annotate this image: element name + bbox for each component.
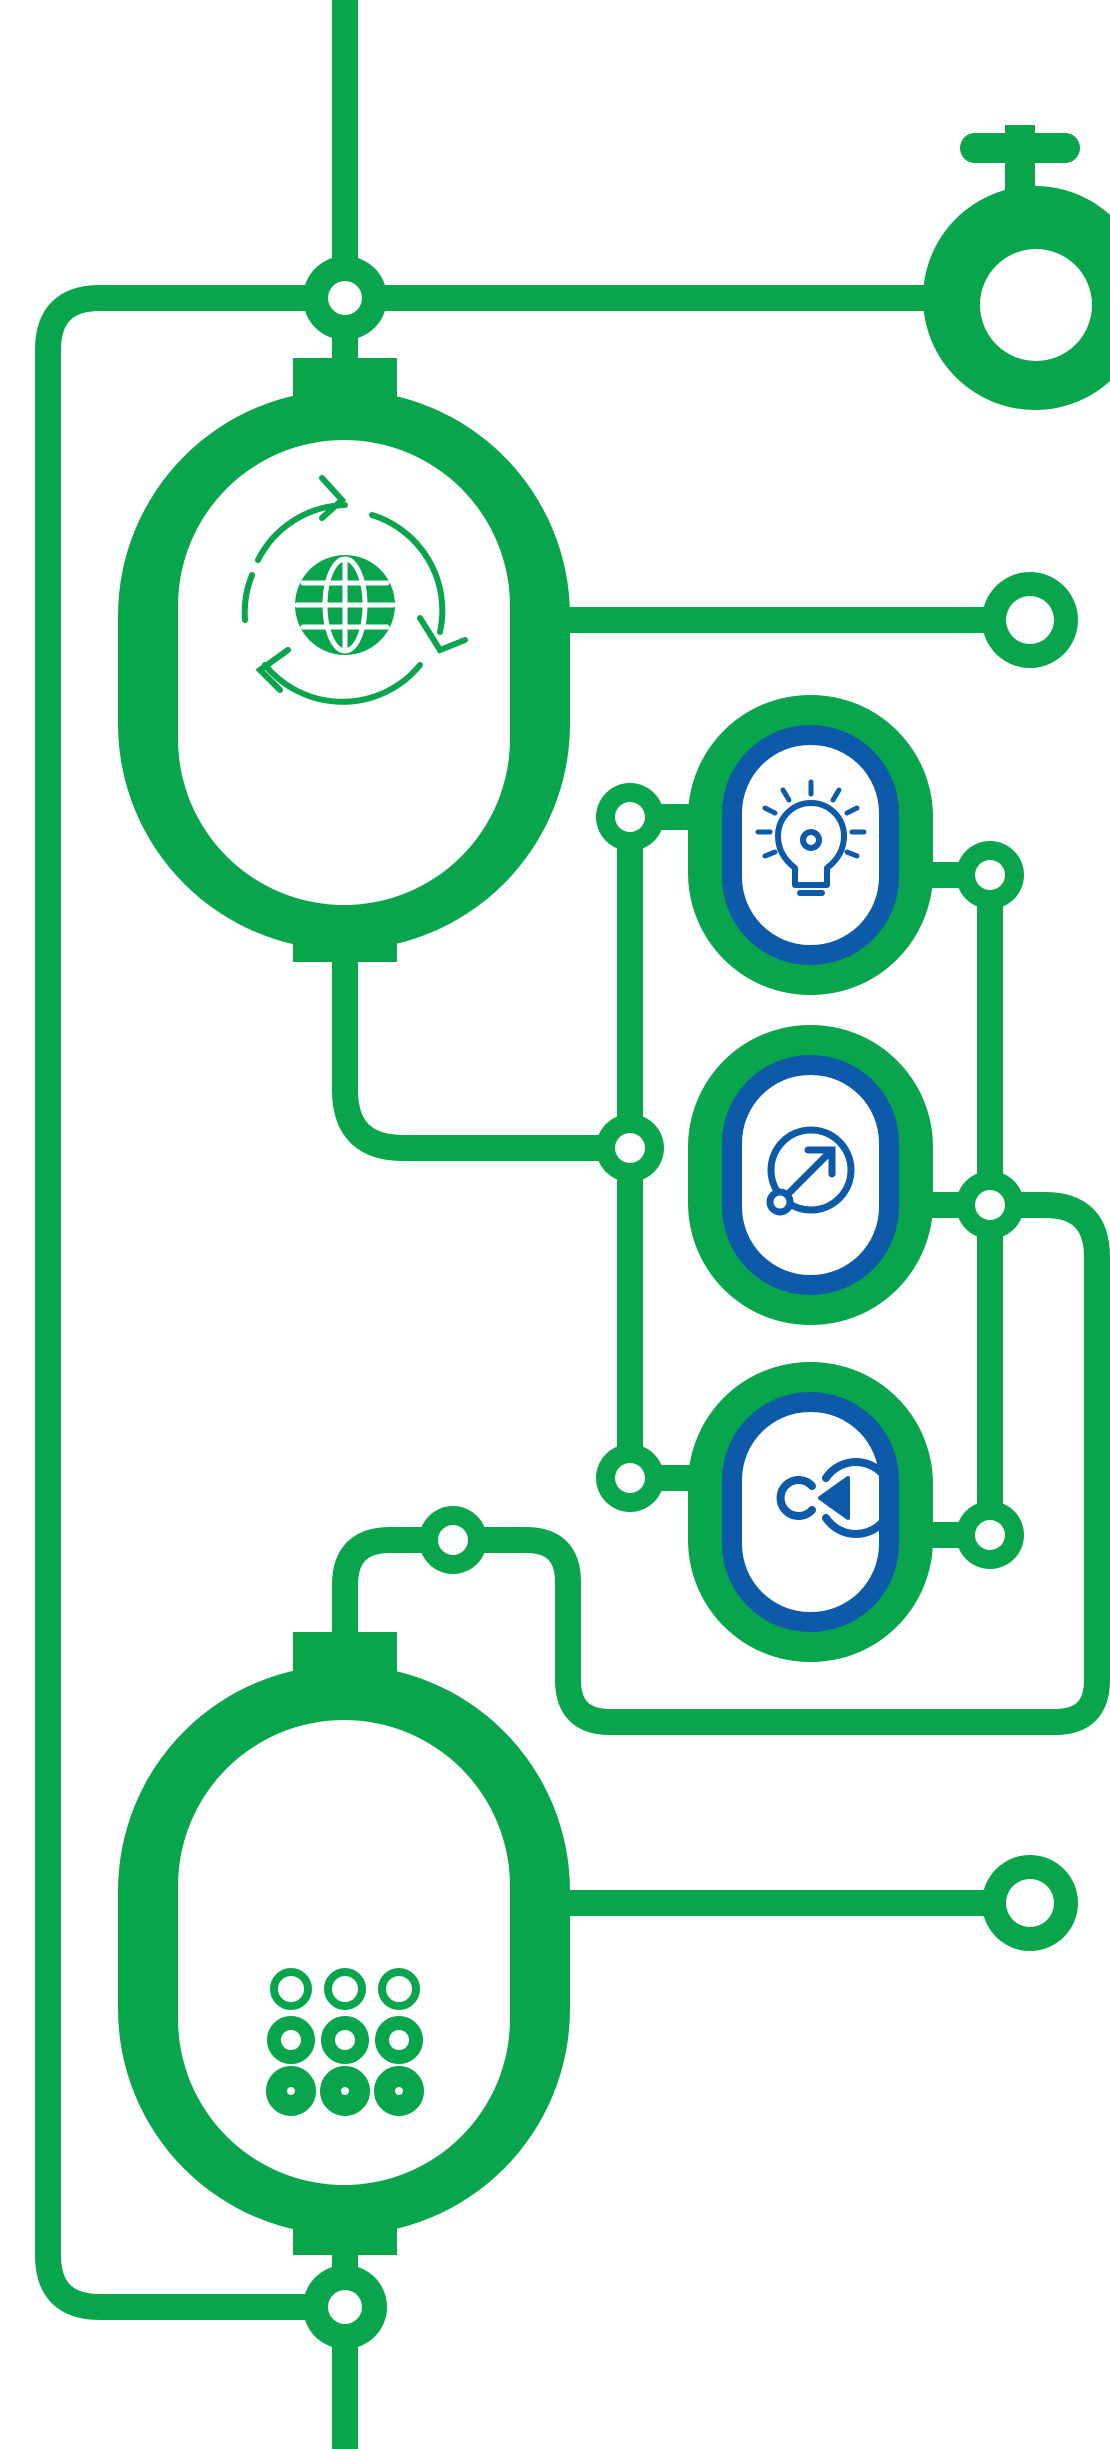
- node-right-1: [956, 841, 1024, 909]
- recycle-arrow-2: [417, 615, 468, 654]
- recycle-arrow-1: [319, 475, 347, 521]
- globe-recycle-icon: [241, 475, 468, 705]
- bottom-tank-window: [178, 1720, 510, 2185]
- connector-top: [982, 572, 1078, 668]
- pipe-outer-loop: [35, 285, 358, 2320]
- bottom-tank: [118, 1632, 570, 2255]
- node-top: [303, 256, 387, 340]
- valve-hole: [980, 249, 1092, 361]
- valve-icon: [923, 125, 1110, 410]
- node-right-3: [956, 1501, 1024, 1569]
- lightbulb-icon: [755, 779, 867, 896]
- node-left-1: [596, 783, 664, 851]
- node-left-3: [596, 1444, 664, 1512]
- node-left-2: [596, 1114, 664, 1182]
- connector-bottom: [982, 1855, 1078, 1951]
- node-loop: [419, 1506, 487, 1574]
- pacman-eye-icon: [776, 1458, 896, 1538]
- pipe-top-tank-drain: [332, 947, 643, 1161]
- circle-grid-icon: [266, 1968, 424, 2116]
- top-tank: [118, 358, 570, 962]
- node-right-2: [956, 1171, 1024, 1239]
- recycle-arc-left: [241, 572, 255, 623]
- junction-nodes: [303, 256, 1024, 2349]
- arrow-target-icon: [766, 1126, 855, 1216]
- pipe-right-loop: [332, 1192, 1110, 1735]
- recycle-arc-right: [369, 512, 446, 635]
- recycle-arc-bottom: [262, 662, 423, 705]
- top-tank-window: [178, 440, 510, 905]
- globe-grid: [294, 556, 396, 654]
- recycle-arrow-3: [255, 647, 291, 693]
- node-bottom: [303, 2265, 387, 2349]
